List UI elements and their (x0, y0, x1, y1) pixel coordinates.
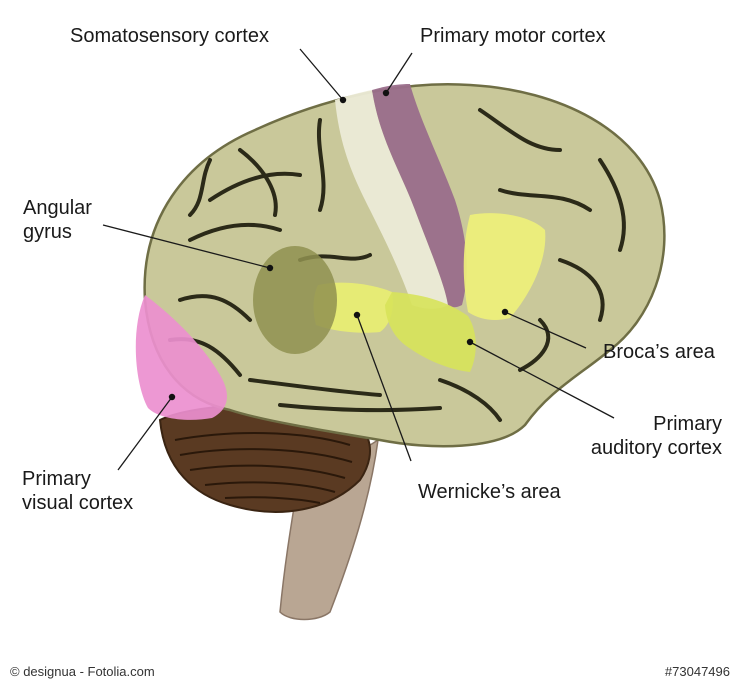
leader-dots (168, 89, 509, 401)
copyright-credit: © designua - Fotolia.com (10, 664, 155, 679)
label-primary-visual-cortex: Primary visual cortex (22, 467, 133, 515)
broca-region (463, 213, 546, 320)
somatosensory-region (335, 90, 448, 309)
visual-region (135, 295, 227, 420)
label-visual-line1: Primary (22, 468, 91, 490)
auditory-region (385, 292, 476, 372)
label-primary-motor-cortex: Primary motor cortex (420, 25, 606, 47)
label-auditory-line1: Primary (653, 413, 722, 435)
leader-lines (102, 48, 615, 471)
label-angular-line2: gyrus (23, 221, 72, 243)
sulci (168, 108, 626, 422)
primary-motor-region (372, 84, 467, 308)
label-brocas-area: Broca’s area (603, 341, 715, 363)
label-primary-auditory-cortex: Primary auditory cortex (564, 412, 722, 460)
label-angular-line1: Angular (23, 197, 92, 219)
stock-image-id: #73047496 (664, 664, 730, 679)
label-angular-gyrus: Angular gyrus (23, 196, 92, 244)
label-auditory-line2: auditory cortex (590, 437, 722, 459)
label-visual-line2: visual cortex (22, 492, 134, 514)
label-somatosensory-cortex: Somatosensory cortex (70, 25, 269, 47)
label-wernickes-area: Wernicke’s area (418, 481, 561, 503)
cerebellum-folia (174, 432, 353, 504)
angular-gyrus-region (253, 246, 337, 354)
